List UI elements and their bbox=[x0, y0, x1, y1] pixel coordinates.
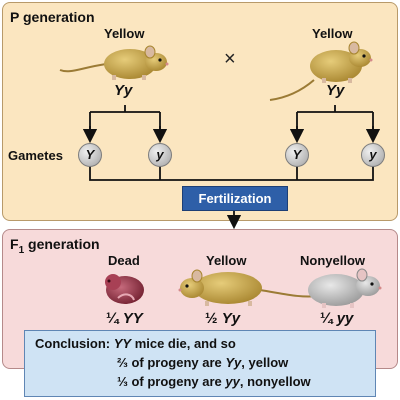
offspring-dead-genotype: YY bbox=[122, 310, 143, 327]
conclusion-line2-fraction: ⅔ bbox=[117, 355, 128, 370]
conclusion-line-3: ⅓ of progeny are yy, nonyellow bbox=[117, 374, 311, 389]
conclusion-label: Conclusion: bbox=[35, 336, 111, 351]
cross-symbol: × bbox=[224, 48, 236, 70]
conclusion-line1-text: mice die, and so bbox=[131, 336, 236, 351]
conclusion-line-2: ⅔ of progeny are Yy, yellow bbox=[117, 355, 288, 370]
conclusion-line3-tail: , nonyellow bbox=[239, 374, 311, 389]
conclusion-line2-genotype: Yy bbox=[225, 355, 242, 370]
offspring-nonyellow-ratio: ¼ yy bbox=[320, 310, 353, 327]
dead-embryo bbox=[105, 274, 144, 304]
conclusion-line3-fraction: ⅓ bbox=[117, 374, 128, 389]
conclusion-line3-genotype: yy bbox=[225, 374, 240, 389]
gamete-merge-lines bbox=[89, 166, 374, 181]
f1-yellow-mouse bbox=[178, 269, 319, 306]
right-branch-lines bbox=[296, 105, 374, 134]
f1-generation-heading: F1 generation bbox=[10, 236, 100, 256]
f1-heading-rest: generation bbox=[24, 236, 100, 252]
left-parent-genotype: Yy bbox=[114, 82, 133, 99]
conclusion-box: Conclusion: YY mice die, and so ⅔ of pro… bbox=[24, 330, 376, 397]
gamete-right-y: y bbox=[361, 143, 385, 167]
fertilization-box: Fertilization bbox=[182, 186, 288, 211]
conclusion-line3-text: of progeny are bbox=[127, 374, 226, 389]
conclusion-line1-genotype: YY bbox=[113, 336, 132, 351]
offspring-nonyellow-genotype: yy bbox=[336, 310, 354, 327]
offspring-yellow-ratio: ½ Yy bbox=[205, 310, 240, 327]
offspring-dead-phenotype: Dead bbox=[108, 253, 140, 268]
f1-heading-f: F bbox=[10, 236, 19, 252]
right-parent-phenotype: Yellow bbox=[312, 26, 353, 41]
offspring-yellow-genotype: Yy bbox=[221, 310, 241, 327]
offspring-nonyellow-phenotype: Nonyellow bbox=[300, 253, 366, 268]
offspring-yellow-phenotype: Yellow bbox=[206, 253, 247, 268]
conclusion-line2-tail: , yellow bbox=[241, 355, 289, 370]
conclusion-line2-text: of progeny are bbox=[127, 355, 226, 370]
gamete-left-y: y bbox=[148, 143, 172, 167]
gamete-left-Y: Y bbox=[78, 143, 102, 167]
left-parent-mouse bbox=[59, 45, 169, 80]
f1-heading-subscript: 1 bbox=[18, 244, 25, 256]
right-parent-mouse bbox=[269, 41, 373, 101]
offspring-yellow-fraction: ½ bbox=[205, 310, 218, 327]
p-generation-heading: P generation bbox=[10, 9, 95, 25]
left-branch-lines bbox=[89, 105, 161, 134]
right-parent-genotype: Yy bbox=[326, 82, 345, 99]
offspring-dead-fraction: ¼ bbox=[106, 310, 119, 327]
offspring-dead-ratio: ¼ YY bbox=[106, 310, 143, 327]
left-parent-phenotype: Yellow bbox=[104, 26, 145, 41]
gametes-label: Gametes bbox=[8, 148, 63, 163]
conclusion-line-1: Conclusion: YY mice die, and so bbox=[35, 336, 236, 351]
gamete-right-Y: Y bbox=[285, 143, 309, 167]
f1-gray-mouse bbox=[308, 268, 382, 308]
offspring-nonyellow-fraction: ¼ bbox=[320, 310, 333, 327]
